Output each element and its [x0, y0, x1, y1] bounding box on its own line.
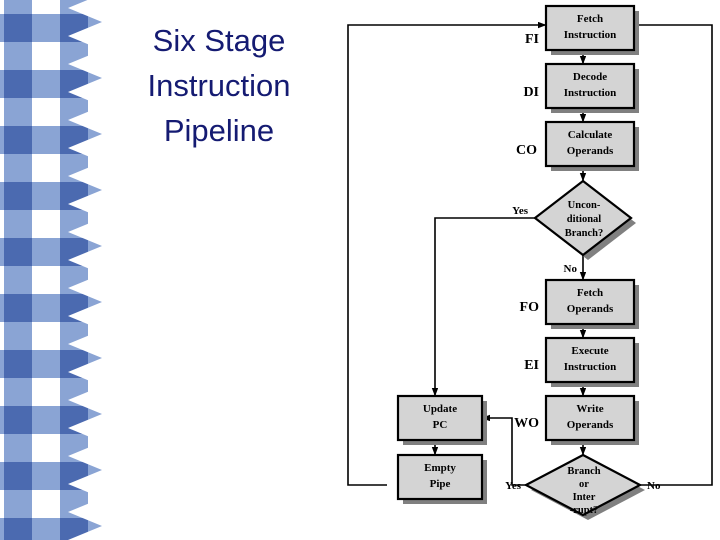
- title-line-1: Six Stage: [152, 23, 286, 58]
- diamond-branch-or-interrupt[interactable]: [523, 453, 643, 517]
- box-decode-instruction[interactable]: [544, 62, 636, 110]
- branch-labels: Yes No Yes No: [505, 205, 661, 492]
- stage-label-fi: FI: [525, 32, 539, 47]
- plaid-pattern: [0, 0, 102, 540]
- box-fetch-instruction-line-1: Fetch: [577, 13, 603, 25]
- box-write-operands[interactable]: [544, 394, 636, 442]
- diamond-unconditional-branch[interactable]: [533, 179, 633, 257]
- box-calculate-operands-line-1: Calculate: [568, 129, 613, 141]
- process-boxes: Fetch Instruction Decode Instruction Cal…: [396, 4, 636, 501]
- label-yes-branch-interrupt: Yes: [505, 480, 522, 492]
- plaid-vertical-band: [4, 0, 32, 540]
- box-decode-instruction-line-1: Decode: [573, 71, 607, 83]
- stage-label-ei: EI: [524, 358, 539, 373]
- diamond-branch-or-interrupt-line-1: Branch: [567, 466, 600, 477]
- box-fetch-operands[interactable]: [544, 278, 636, 326]
- box-decode-instruction-line-2: Instruction: [564, 87, 617, 99]
- pipeline-flowchart: Fetch Instruction Decode Instruction Cal…: [335, 0, 720, 540]
- box-write-operands-line-2: Operands: [567, 419, 614, 431]
- stage-label-wo: WO: [514, 416, 539, 431]
- box-fetch-instruction-line-2: Instruction: [564, 29, 617, 41]
- box-fetch-operands-line-2: Operands: [567, 303, 614, 315]
- box-update-pc[interactable]: [396, 394, 484, 442]
- box-write-operands-line-1: Write: [576, 403, 603, 415]
- box-calculate-operands-line-2: Operands: [567, 145, 614, 157]
- diamond-branch-or-interrupt-line-3: Inter: [573, 492, 596, 503]
- box-update-pc-line-1: Update: [423, 403, 457, 415]
- box-fetch-operands-line-1: Fetch: [577, 287, 603, 299]
- title-line-3: Pipeline: [163, 113, 275, 148]
- connector-no-branch-to-fetch: [619, 21, 713, 486]
- diamond-unconditional-branch-line-1: Uncon-: [568, 200, 601, 211]
- stage-label-di: DI: [523, 85, 539, 100]
- box-empty-pipe[interactable]: [396, 453, 484, 501]
- label-yes-unconditional: Yes: [512, 205, 529, 217]
- label-no-branch-interrupt: No: [647, 480, 661, 492]
- box-execute-instruction-line-2: Instruction: [564, 361, 617, 373]
- box-execute-instruction-line-1: Execute: [571, 345, 608, 357]
- diamond-unconditional-branch-line-3: Branch?: [565, 228, 604, 239]
- diamond-unconditional-branch-line-2: ditional: [567, 214, 602, 225]
- box-update-pc-line-2: PC: [433, 419, 448, 431]
- box-empty-pipe-line-2: Pipe: [430, 478, 451, 490]
- box-fetch-instruction[interactable]: [544, 4, 636, 52]
- stage-label-co: CO: [516, 143, 537, 158]
- box-calculate-operands[interactable]: [544, 120, 636, 168]
- zigzag-edge-mask: [68, 0, 102, 540]
- decorative-plaid-bar: [0, 0, 102, 540]
- stage-labels: FI DI CO FO EI WO: [514, 32, 539, 431]
- stage-label-fo: FO: [520, 300, 540, 315]
- connector-yes-branch-to-update-pc: [481, 414, 526, 486]
- decision-diamonds: Uncon- ditional Branch? Branch or Inter …: [523, 179, 643, 517]
- title-line-2: Instruction: [147, 68, 291, 103]
- diamond-branch-or-interrupt-line-4: -rupt?: [570, 505, 599, 516]
- connector-yes-uncond-to-update-pc: [431, 217, 546, 397]
- label-no-unconditional: No: [564, 263, 578, 275]
- connector-empty-pipe-to-fetch: [347, 21, 547, 486]
- diamond-branch-or-interrupt-line-2: or: [579, 479, 589, 490]
- box-execute-instruction[interactable]: [544, 336, 636, 384]
- page-title: Six Stage Instruction Pipeline: [104, 18, 334, 153]
- box-empty-pipe-line-1: Empty: [424, 462, 456, 474]
